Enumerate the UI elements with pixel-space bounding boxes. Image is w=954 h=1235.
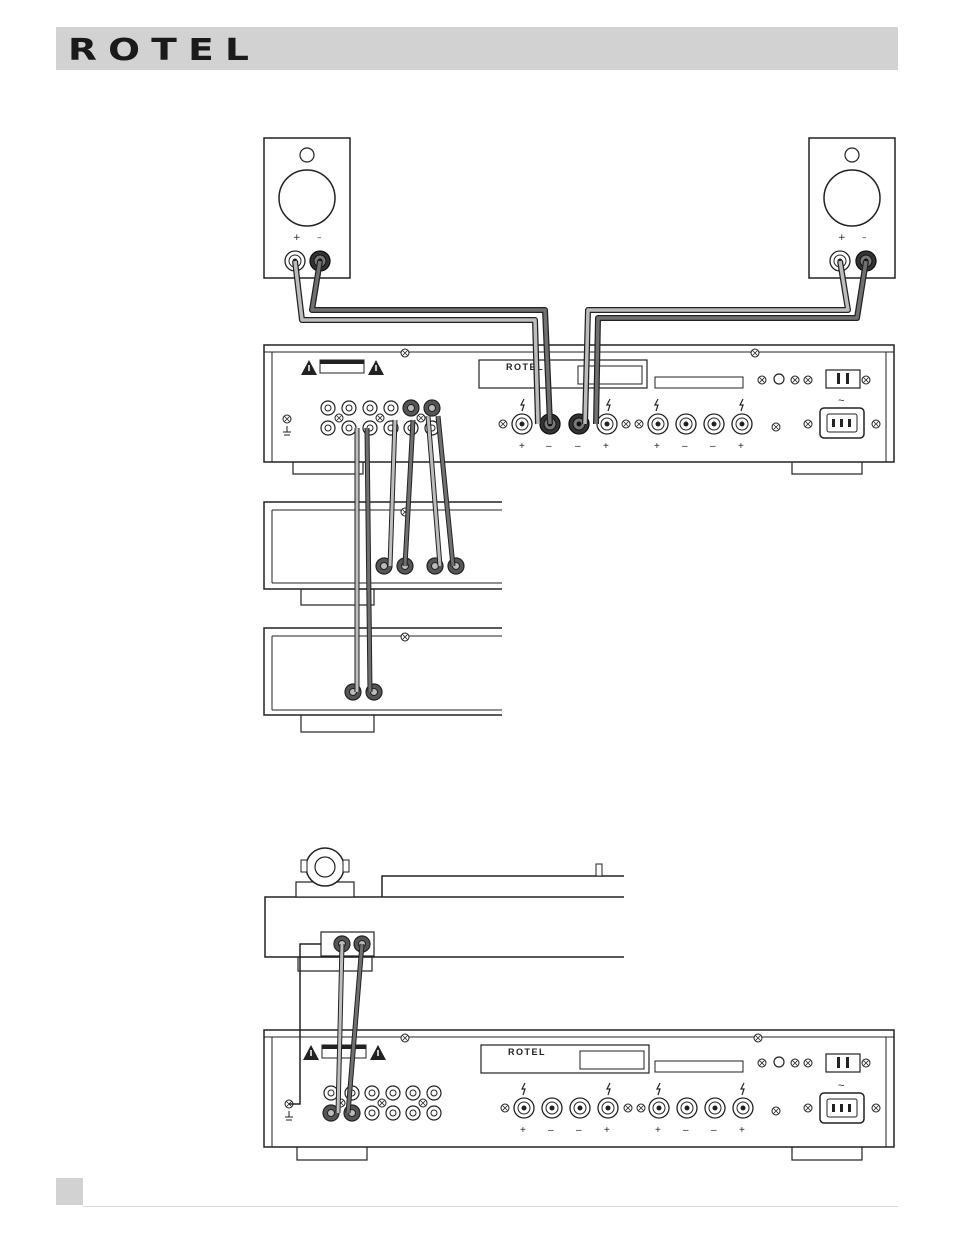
svg-text:–: – bbox=[683, 1125, 689, 1136]
ac-tilde-icon: ~ bbox=[838, 1080, 844, 1092]
svg-text:+: + bbox=[604, 1125, 610, 1136]
source-component-1 bbox=[263, 501, 502, 606]
rca-cables bbox=[354, 415, 456, 693]
source-component-2 bbox=[263, 627, 502, 733]
rotel-logo: ROTEL bbox=[68, 33, 261, 68]
svg-text:+: + bbox=[738, 441, 744, 452]
amplifier-bottom: ROTEL ~ + – – + + – bbox=[263, 1029, 895, 1161]
ground-icon bbox=[282, 414, 292, 424]
svg-text:+: + bbox=[654, 441, 660, 452]
svg-text:–: – bbox=[548, 1125, 554, 1136]
speaker-cables bbox=[292, 260, 869, 425]
turntable bbox=[264, 847, 624, 972]
svg-text:–: – bbox=[575, 441, 581, 452]
amplifier-brand-label: ROTEL bbox=[506, 362, 544, 372]
svg-text:+: + bbox=[293, 233, 301, 243]
svg-text:–: – bbox=[682, 441, 688, 452]
svg-text:–: – bbox=[710, 441, 716, 452]
svg-text:+: + bbox=[655, 1125, 661, 1136]
svg-text:–: – bbox=[546, 441, 552, 452]
page-number-box bbox=[56, 1178, 83, 1205]
svg-text:+: + bbox=[520, 1125, 526, 1136]
turntable-cables bbox=[289, 943, 365, 1114]
speaker-left: + – bbox=[263, 137, 351, 279]
svg-text:+: + bbox=[838, 233, 846, 243]
svg-text:–: – bbox=[711, 1125, 717, 1136]
svg-text:+: + bbox=[519, 441, 525, 452]
amplifier-brand-label: ROTEL bbox=[508, 1047, 546, 1057]
svg-text:–: – bbox=[576, 1125, 582, 1136]
ac-tilde-icon: ~ bbox=[838, 395, 844, 407]
svg-text:+: + bbox=[603, 441, 609, 452]
svg-text:–: – bbox=[317, 233, 322, 243]
header-bar: ROTEL bbox=[56, 27, 898, 70]
svg-text:–: – bbox=[862, 233, 867, 243]
speaker-right: + – bbox=[808, 137, 896, 279]
footer-rule bbox=[83, 1206, 898, 1207]
svg-text:+: + bbox=[739, 1125, 745, 1136]
